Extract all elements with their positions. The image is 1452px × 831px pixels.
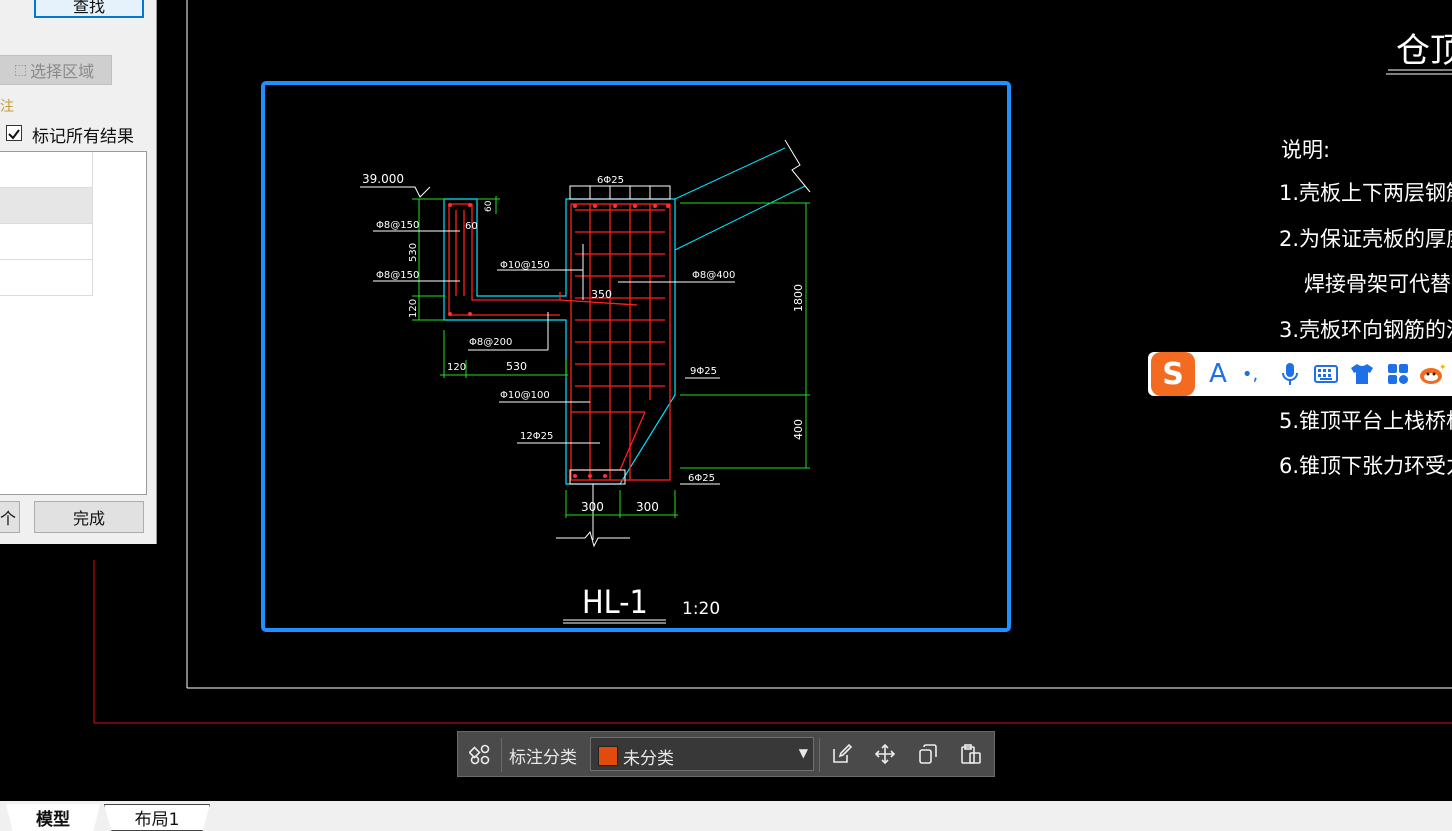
rebar-8-200-text: Φ8@200 xyxy=(469,337,512,348)
dim-350-text: 350 xyxy=(591,288,612,301)
notes-explain: 说明: xyxy=(1281,138,1330,162)
dim-530v-text: 530 xyxy=(408,243,419,262)
grid-apps-icon[interactable] xyxy=(467,741,493,767)
section-scale: 1:20 xyxy=(682,599,720,619)
drawing-notes: 仓顶 说明: 1.壳板上下两层钢筋接长均 2.为保证壳板的厚度,应设 焊接骨架可… xyxy=(1279,31,1452,478)
ime-mode-icon[interactable]: A xyxy=(1209,359,1227,389)
note-line-3: 3.壳板环向钢筋的混凝土保 xyxy=(1279,318,1452,342)
selection-highlight-box[interactable] xyxy=(261,81,1011,632)
list-item[interactable] xyxy=(0,224,93,260)
edit-icon[interactable] xyxy=(829,741,855,767)
elevation-text: 39.000 xyxy=(362,172,404,186)
skin-shirt-icon[interactable] xyxy=(1348,360,1376,388)
dim-120h-text: 120 xyxy=(447,362,466,373)
list-item[interactable] xyxy=(0,188,93,224)
note-line-2: 2.为保证壳板的厚度,应设 xyxy=(1279,227,1452,251)
notes-heading: 仓顶 xyxy=(1396,31,1452,71)
paste-icon[interactable] xyxy=(958,741,984,767)
note-line-6: 6.锥顶下张力环受力钢筋宜 xyxy=(1279,454,1452,478)
note-line-1: 1.壳板上下两层钢筋接长均 xyxy=(1279,181,1452,205)
category-label: 标注分类 xyxy=(509,748,577,768)
top-rebar-text: 6Φ25 xyxy=(597,175,624,186)
find-replace-dialog: 查找 ⬚ 选择区域 注 标记所有结果 个 完成 xyxy=(0,0,157,544)
dim-60-text: 60 xyxy=(484,200,494,212)
mark-all-label: 标记所有结果 xyxy=(32,127,134,147)
note-line-2b: 焊接骨架可代替径向筋 xyxy=(1304,272,1452,296)
toolbox-grid-icon[interactable] xyxy=(1384,360,1412,388)
dim-60b-text: 60 xyxy=(465,221,478,232)
rebar-8-150a-text: Φ8@150 xyxy=(376,220,419,231)
chevron-down-icon: ▼ xyxy=(798,746,808,760)
move-icon[interactable] xyxy=(872,741,898,767)
copy-icon[interactable] xyxy=(915,741,941,767)
dim-1800-text: 1800 xyxy=(792,284,805,312)
checkmark-icon xyxy=(8,129,20,140)
find-button[interactable]: 查找 xyxy=(34,0,144,18)
tab-layout1[interactable]: 布局1 xyxy=(104,804,210,831)
done-button[interactable]: 完成 xyxy=(34,501,144,533)
select-area-button[interactable]: ⬚ 选择区域 xyxy=(0,55,112,85)
select-area-icon: ⬚ xyxy=(13,62,28,78)
ime-punct-icon[interactable]: •, xyxy=(1241,363,1259,385)
dim-400-text: 400 xyxy=(792,419,805,440)
rebar-12-25-text: 12Φ25 xyxy=(520,431,553,442)
rebar-10-100-text: Φ10@100 xyxy=(500,390,550,401)
previous-button[interactable]: 个 xyxy=(0,501,20,533)
results-list[interactable] xyxy=(0,151,147,495)
note-line-5: 5.锥顶平台上栈桥柱预埋件 xyxy=(1279,409,1452,433)
microphone-icon[interactable] xyxy=(1276,360,1304,388)
category-select-value: 未分类 xyxy=(623,749,674,769)
rebar-6-25-bottom-text: 6Φ25 xyxy=(688,473,715,484)
select-area-label: 选择区域 xyxy=(30,62,95,81)
layout-tab-bar: 模型 布局1 xyxy=(0,801,1452,831)
dim-300a-text: 300 xyxy=(581,500,604,514)
section-label: 注 xyxy=(0,99,14,115)
dim-530h-text: 530 xyxy=(506,360,527,373)
list-item[interactable] xyxy=(0,152,93,188)
dim-300b-text: 300 xyxy=(636,500,659,514)
category-select[interactable]: 未分类 ▼ xyxy=(590,737,814,771)
tab-model[interactable]: 模型 xyxy=(6,804,100,831)
ime-toolbar: S A •, ✦ xyxy=(1148,352,1452,396)
rebar-8-400-text: Φ8@400 xyxy=(692,270,735,281)
dim-120v-text: 120 xyxy=(408,299,419,318)
svg-text:✦: ✦ xyxy=(1439,363,1446,373)
mascot-icon[interactable]: ✦ xyxy=(1418,360,1446,388)
mark-all-checkbox[interactable] xyxy=(6,125,22,141)
rebar-10-150-text: Φ10@150 xyxy=(500,260,550,271)
keyboard-icon[interactable] xyxy=(1312,360,1340,388)
rebar-8-150b-text: Φ8@150 xyxy=(376,270,419,281)
category-color-swatch xyxy=(598,746,618,766)
rebar-9-25-text: 9Φ25 xyxy=(690,366,717,377)
sogou-logo-icon[interactable]: S xyxy=(1151,352,1195,396)
section-title: HL-1 xyxy=(582,583,648,621)
annotation-toolbar: 标注分类 未分类 ▼ xyxy=(457,731,995,777)
list-item[interactable] xyxy=(0,260,93,296)
beam-section-hl1: 39.000 6Φ25 60 Φ8@150 60 530 Φ8@150 Φ10@… xyxy=(360,139,811,624)
